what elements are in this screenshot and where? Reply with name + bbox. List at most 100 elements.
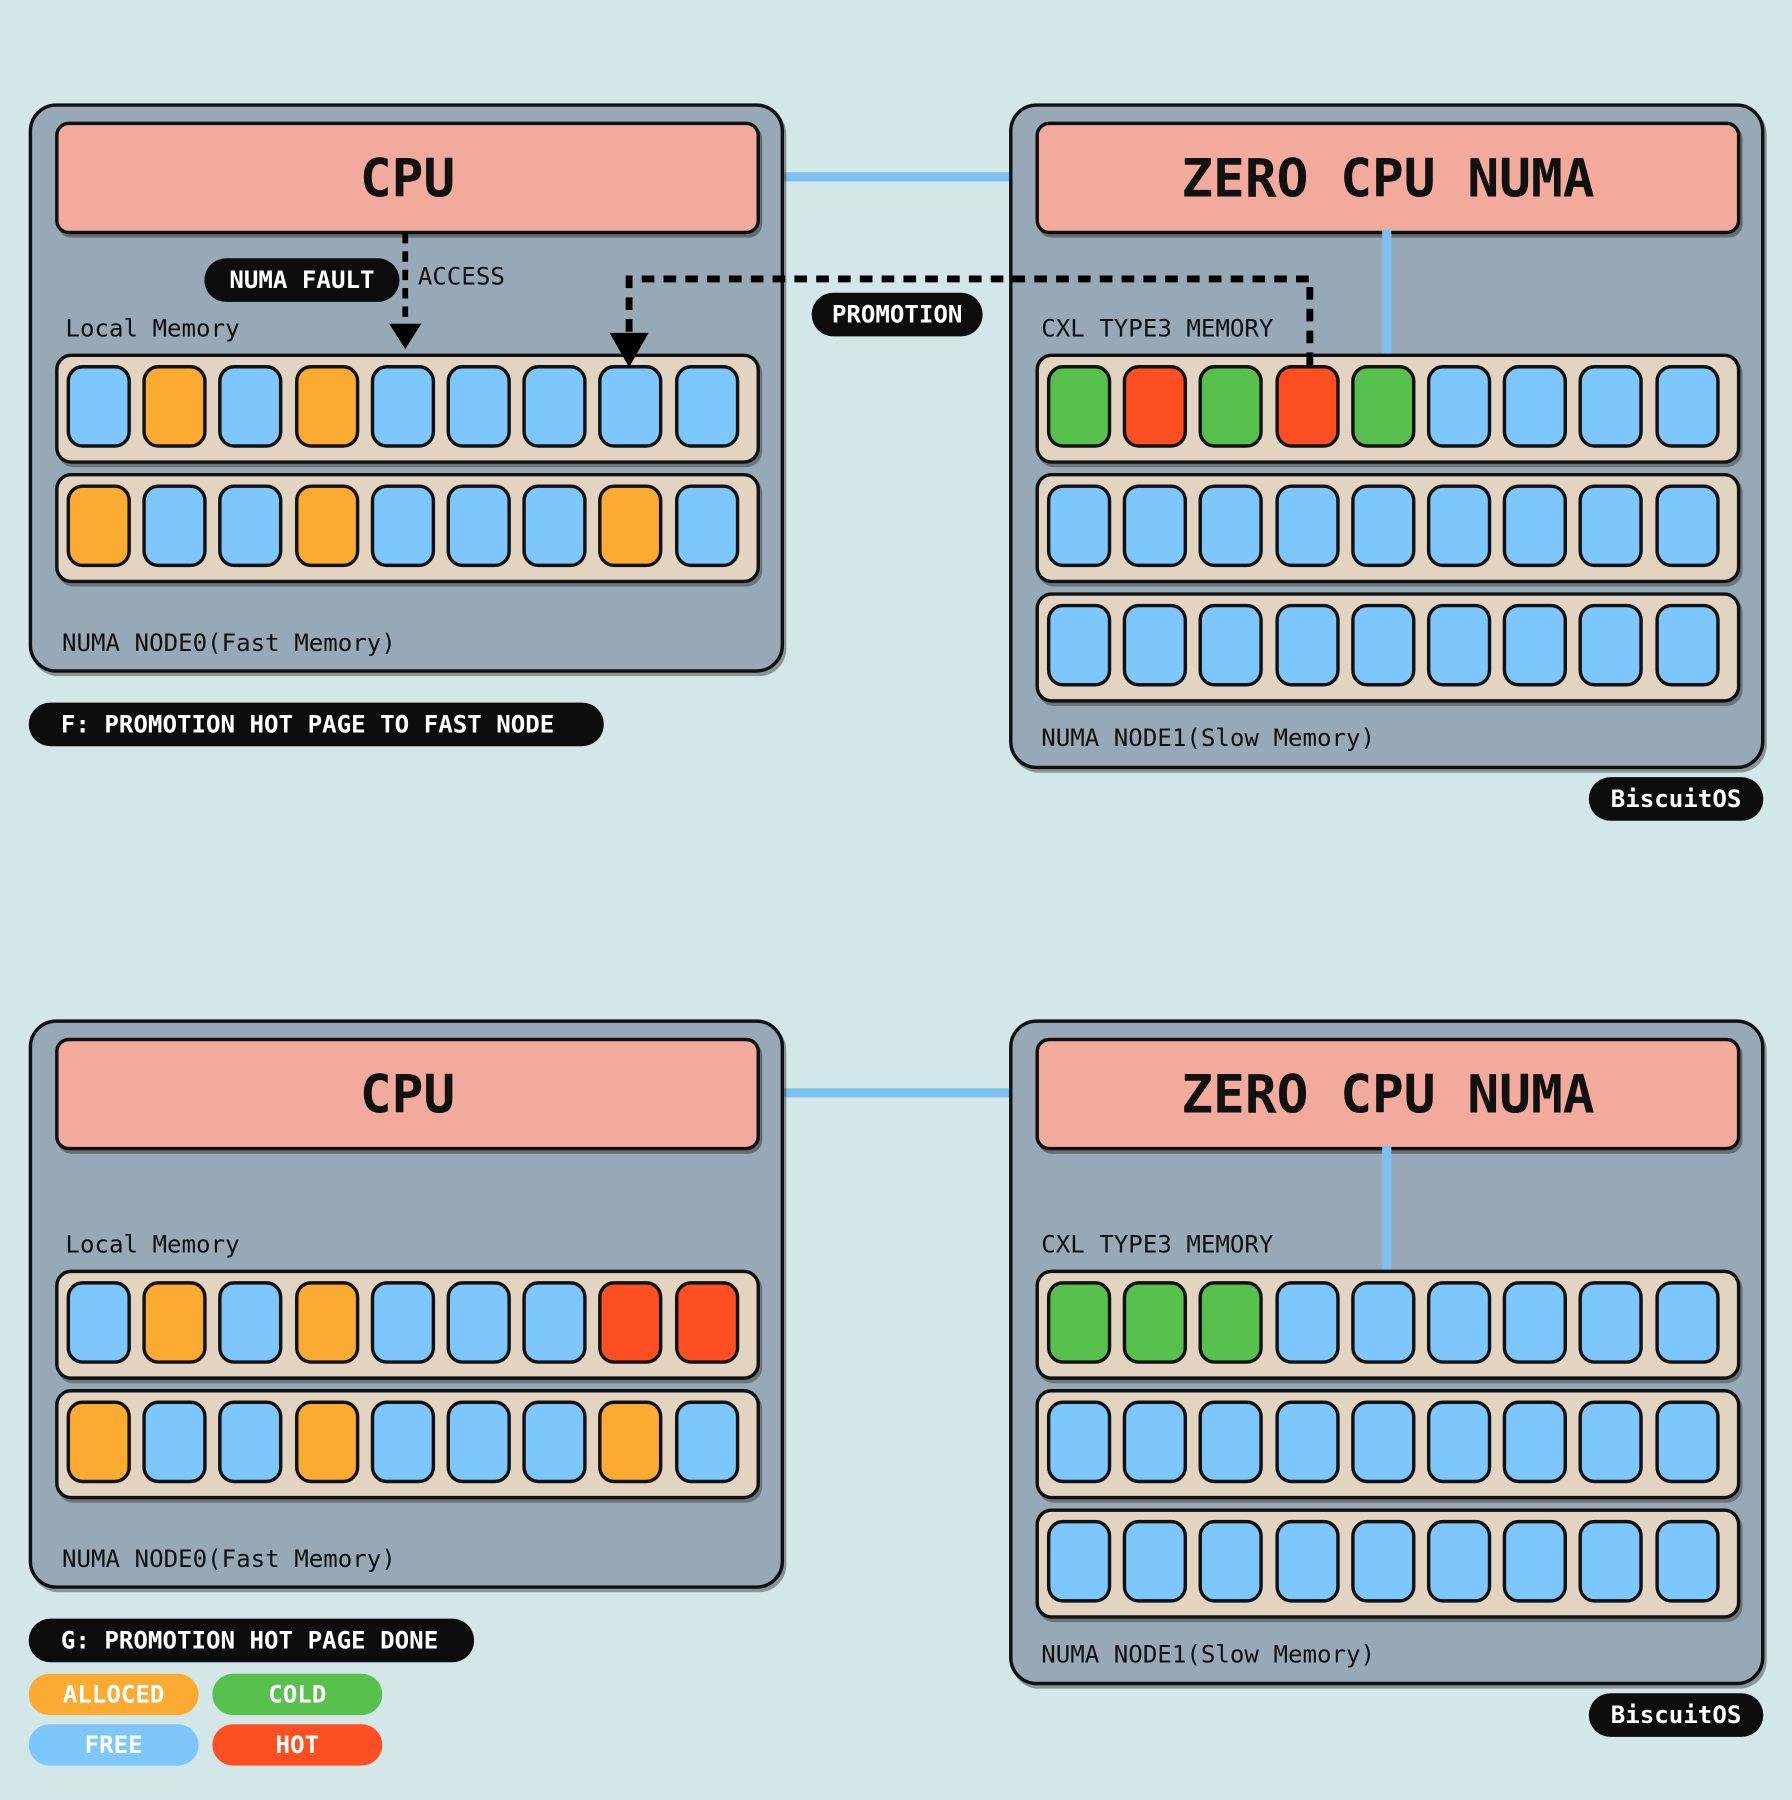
page-free — [1274, 1519, 1340, 1603]
page-free — [370, 365, 435, 448]
page-free — [218, 484, 283, 568]
page-free — [1198, 484, 1264, 568]
legend-cold: COLD — [212, 1673, 383, 1716]
page-free — [446, 1281, 511, 1364]
memory-label: Local Memory — [65, 1230, 240, 1259]
memory-label: CXL TYPE3 MEMORY — [1041, 1230, 1274, 1259]
page-free — [522, 484, 587, 568]
page-free — [1426, 365, 1492, 448]
page-free — [1122, 484, 1188, 568]
page-alloced — [294, 484, 359, 568]
page-free — [1654, 484, 1720, 568]
memory-row — [55, 1389, 760, 1500]
cxl-link-line — [1382, 1145, 1392, 1270]
page-free — [446, 484, 511, 568]
node-label: NUMA NODE0(Fast Memory) — [61, 1545, 396, 1573]
access-label: ACCESS — [417, 262, 505, 291]
memory-row — [1035, 353, 1741, 464]
page-free — [1274, 603, 1340, 687]
page-free — [1198, 1400, 1264, 1484]
page-free — [1578, 1281, 1644, 1364]
page-free — [1350, 603, 1416, 687]
page-free — [1502, 1519, 1568, 1603]
page-free — [446, 365, 511, 448]
numa-fault-badge: NUMA FAULT — [204, 258, 400, 302]
zero-cpu-block: ZERO CPU NUMA — [1035, 121, 1741, 235]
node-label: NUMA NODE1(Slow Memory) — [1041, 1640, 1376, 1669]
page-cold — [1350, 365, 1416, 448]
memory-label: CXL TYPE3 MEMORY — [1041, 314, 1274, 343]
cxl-link-line — [1382, 229, 1392, 354]
page-free — [1350, 1400, 1416, 1484]
page-free — [218, 1400, 283, 1484]
memory-row — [55, 1269, 760, 1380]
page-free — [1046, 484, 1112, 568]
promotion-badge: PROMOTION — [811, 292, 983, 337]
page-hot — [598, 1281, 663, 1364]
memory-row — [1035, 1269, 1741, 1380]
page-free — [1122, 603, 1188, 687]
page-free — [1502, 603, 1568, 687]
legend-free: FREE — [28, 1724, 199, 1766]
page-free — [370, 1400, 435, 1484]
page-free — [674, 484, 739, 568]
page-free — [522, 1281, 587, 1364]
page-cold — [1122, 1281, 1188, 1364]
page-free — [1654, 365, 1720, 448]
page-free — [1350, 1519, 1416, 1603]
page-cold — [1198, 365, 1264, 448]
page-alloced — [142, 365, 207, 448]
page-free — [1578, 603, 1644, 687]
promotion-arrow-line — [625, 275, 1314, 366]
memory-row — [55, 472, 760, 584]
caption-badge: G: PROMOTION HOT PAGE DONE — [28, 1618, 475, 1663]
page-alloced — [294, 1281, 359, 1364]
page-free — [1578, 1400, 1644, 1484]
page-free — [218, 365, 283, 448]
page-free — [1426, 484, 1492, 568]
cpu-block: CPU — [55, 121, 760, 235]
page-free — [1578, 1519, 1644, 1603]
page-free — [1122, 1400, 1188, 1484]
page-cold — [1046, 365, 1112, 448]
promotion-arrows — [389, 233, 1314, 368]
page-cold — [1198, 1281, 1264, 1364]
memory-label: Local Memory — [65, 314, 240, 343]
page-free — [1350, 484, 1416, 568]
page-free — [1654, 1519, 1720, 1603]
page-free — [1502, 365, 1568, 448]
page-free — [1426, 1281, 1492, 1364]
page-free — [1502, 484, 1568, 568]
page-free — [1502, 1400, 1568, 1484]
cpu-block: CPU — [55, 1037, 760, 1151]
memory-row — [1035, 1508, 1741, 1619]
legend-alloced: ALLOCED — [28, 1673, 199, 1716]
page-alloced — [66, 1400, 131, 1484]
page-free — [66, 1281, 131, 1364]
page-free — [1274, 1281, 1340, 1364]
page-alloced — [294, 365, 359, 448]
legend-hot: HOT — [212, 1724, 383, 1766]
page-alloced — [142, 1281, 207, 1364]
page-free — [142, 1400, 207, 1484]
page-alloced — [66, 484, 131, 568]
page-free — [1046, 1400, 1112, 1484]
page-free — [1654, 603, 1720, 687]
page-free — [1426, 1400, 1492, 1484]
page-free — [1578, 484, 1644, 568]
page-alloced — [294, 1400, 359, 1484]
caption-badge: F: PROMOTION HOT PAGE TO FAST NODE — [28, 702, 604, 747]
page-free — [142, 484, 207, 568]
page-free — [1198, 1519, 1264, 1603]
watermark-badge: BiscuitOS — [1588, 777, 1764, 821]
interconnect-line — [753, 1088, 1041, 1098]
page-free — [446, 1400, 511, 1484]
page-free — [1654, 1281, 1720, 1364]
interconnect-line — [753, 172, 1041, 182]
page-hot — [1274, 365, 1340, 448]
page-free — [1046, 1519, 1112, 1603]
page-alloced — [598, 484, 663, 568]
page-free — [1122, 1519, 1188, 1603]
zero-cpu-block: ZERO CPU NUMA — [1035, 1037, 1741, 1151]
